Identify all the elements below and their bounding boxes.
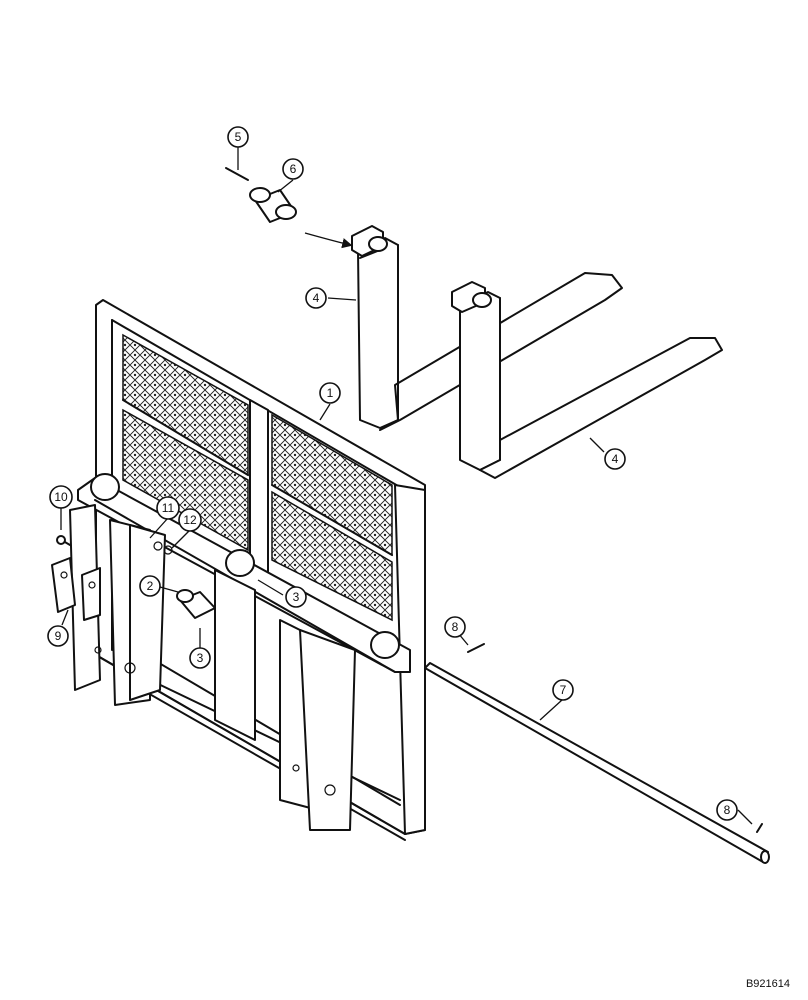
callout-6: 5 — [227, 126, 249, 148]
bushing — [249, 187, 297, 223]
mesh-panel — [122, 408, 249, 552]
roll-pin — [225, 167, 249, 181]
svg-text:8: 8 — [452, 620, 459, 634]
callout-12: 12 — [178, 508, 202, 532]
svg-text:3: 3 — [197, 651, 204, 665]
svg-text:4: 4 — [612, 452, 619, 466]
callout-10: 10 — [49, 485, 73, 509]
clip-pin — [467, 643, 485, 653]
svg-text:10: 10 — [54, 490, 68, 504]
svg-text:6: 6 — [290, 162, 297, 176]
callout-4-right: 4 — [604, 448, 626, 470]
callout-2: 2 — [139, 575, 161, 597]
svg-text:9: 9 — [55, 629, 62, 643]
rod — [424, 662, 770, 864]
callout-11: 11 — [156, 496, 180, 520]
lower-pin — [176, 589, 216, 619]
svg-text:4: 4 — [313, 291, 320, 305]
svg-text:1: 1 — [327, 386, 334, 400]
svg-text:7: 7 — [560, 683, 567, 697]
figure-id: B921614 — [745, 978, 790, 990]
callout-9: 9 — [47, 625, 69, 647]
callout-7: 7 — [552, 679, 574, 701]
svg-text:2: 2 — [147, 579, 154, 593]
svg-text:5: 5 — [235, 130, 242, 144]
callout-4-left: 4 — [305, 287, 327, 309]
callout-1: 1 — [319, 382, 341, 404]
callout-5: 6 — [282, 158, 304, 180]
callout-8-lower: 8 — [716, 799, 738, 821]
callout-3-lower: 3 — [189, 647, 211, 669]
svg-text:3: 3 — [293, 590, 300, 604]
svg-text:11: 11 — [162, 501, 175, 515]
clip-pin — [756, 823, 763, 833]
hitch-bracket — [51, 535, 101, 621]
callout-3-upper: 3 — [285, 586, 307, 608]
svg-text:8: 8 — [724, 803, 731, 817]
callout-8-upper: 8 — [444, 616, 466, 638]
fork-right — [451, 281, 723, 479]
mesh-panel — [271, 490, 393, 622]
svg-text:12: 12 — [183, 513, 197, 527]
